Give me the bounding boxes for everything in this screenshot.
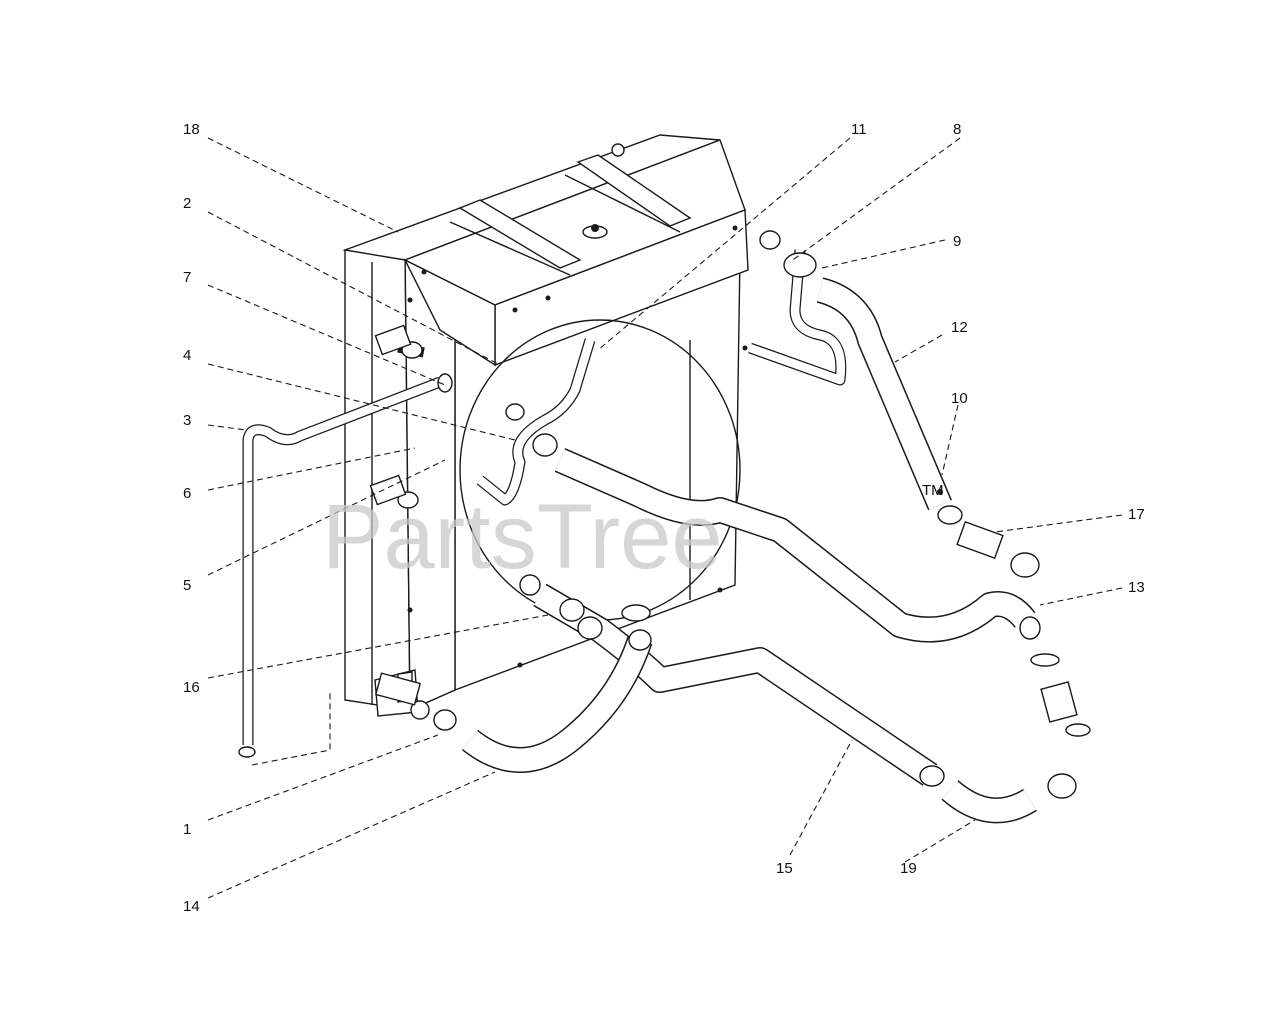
callout-4[interactable]: 4 [183,347,191,364]
callout-11[interactable]: 11 [851,121,867,138]
callout-6[interactable]: 6 [183,485,191,502]
lower-hose-assembly [374,574,1077,824]
callout-19[interactable]: 19 [900,860,917,877]
callout-7[interactable]: 7 [183,269,191,286]
overflow-dashed-link [251,690,331,766]
upper-main-hose [505,403,1041,643]
callout-15[interactable]: 15 [776,860,793,877]
callout-8[interactable]: 8 [953,121,961,138]
callout-10[interactable]: 10 [951,390,968,407]
callout-16[interactable]: 16 [183,679,200,696]
upper-left-hose [369,324,425,509]
callout-leaders [207,137,1123,899]
vent-tube [748,249,847,386]
callout-numbers: 18 2 7 4 3 6 5 16 1 14 11 8 9 12 10 17 1… [183,121,1145,915]
upper-right-hose [759,230,1040,578]
callout-5[interactable]: 5 [183,577,191,594]
bypass-tube [476,338,596,506]
callout-17[interactable]: 17 [1128,506,1145,523]
callout-3[interactable]: 3 [183,412,191,429]
partstree-watermark: PartsTree [322,486,722,588]
callout-13[interactable]: 13 [1128,579,1145,596]
callout-18[interactable]: 18 [183,121,200,138]
overflow-tube [238,373,453,758]
callout-9[interactable]: 9 [953,233,961,250]
callout-1[interactable]: 1 [183,821,191,838]
callout-2[interactable]: 2 [183,195,191,212]
watermark-trademark: TM [922,482,944,499]
thermostat-housing [1030,653,1091,737]
callout-12[interactable]: 12 [951,319,968,336]
callout-14[interactable]: 14 [183,898,200,915]
radiator-assembly [342,134,749,717]
